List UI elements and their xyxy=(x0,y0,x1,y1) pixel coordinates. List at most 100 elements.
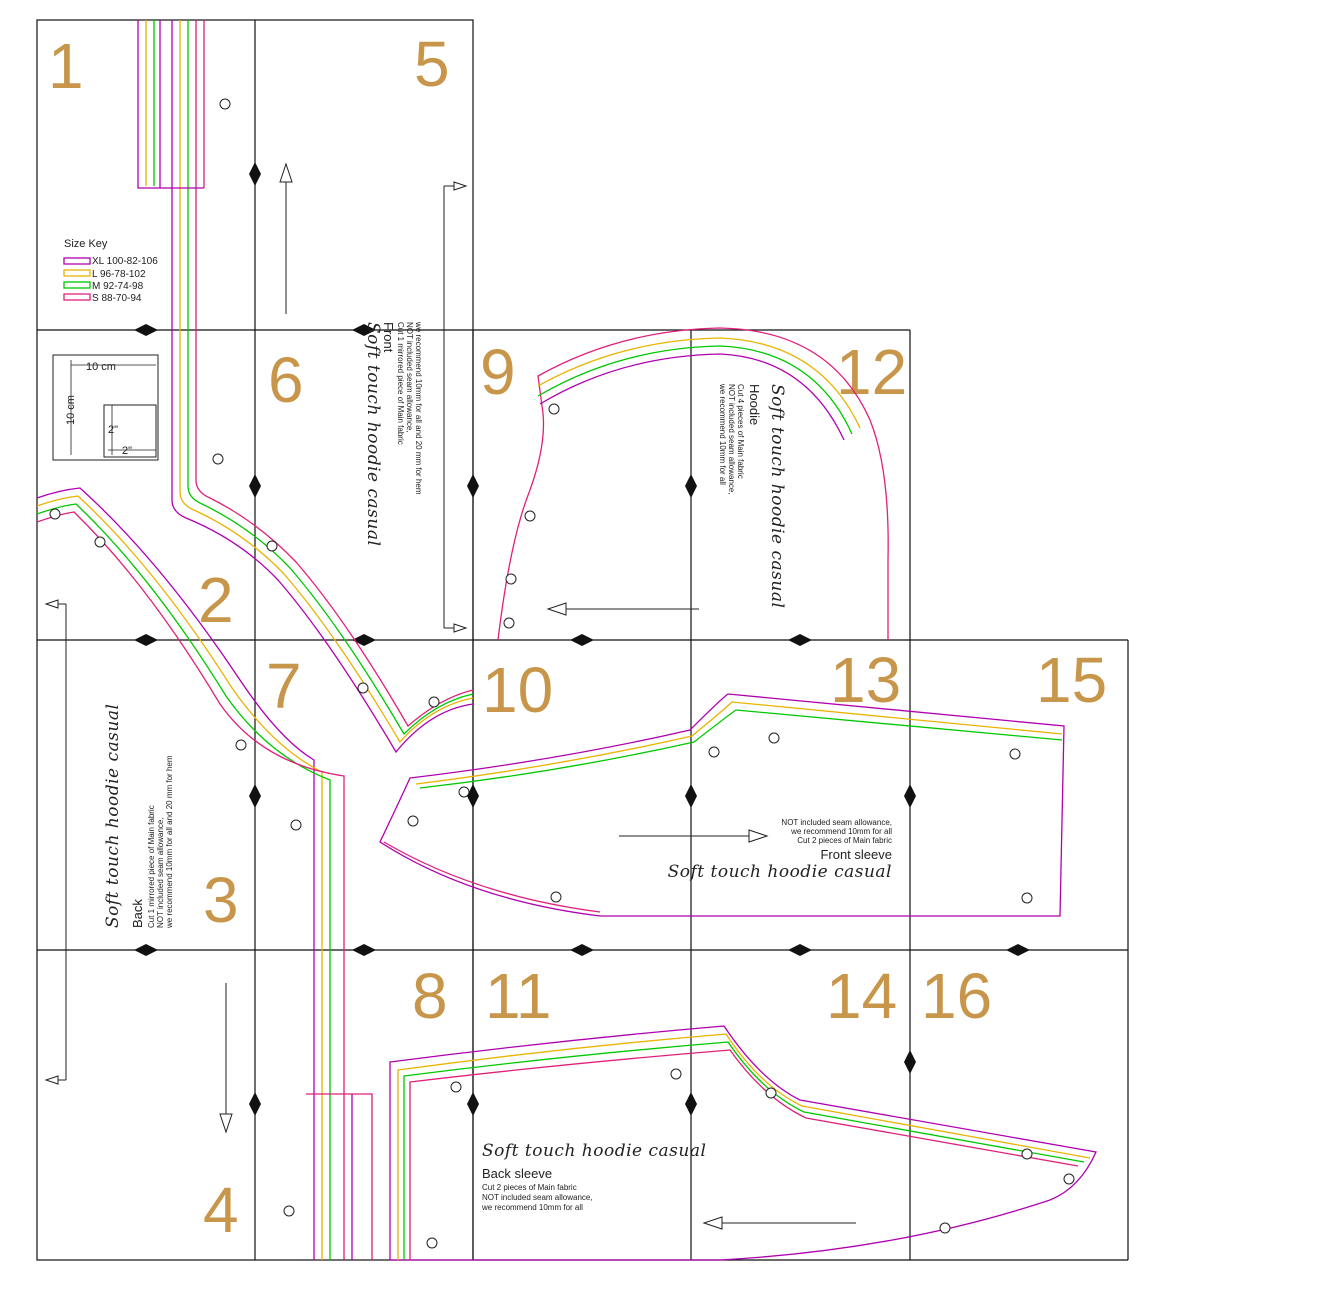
hole-mark xyxy=(765,1087,777,1099)
page-number: 11 xyxy=(485,960,551,1032)
hole-mark xyxy=(548,403,560,415)
page-number: 12 xyxy=(836,336,907,408)
hole-mark xyxy=(283,1205,295,1217)
back-sleeve-brand: Soft touch hoodie casual xyxy=(482,1141,706,1161)
hole-mark xyxy=(768,732,780,744)
punch-holes xyxy=(49,98,1075,1249)
back-sleeve-outline xyxy=(389,1025,1097,1261)
diamond-mark xyxy=(134,324,158,336)
hole-mark xyxy=(219,98,231,110)
diamond-mark xyxy=(1006,944,1030,956)
back-sleeve-line: we recommend 10mm for all xyxy=(481,1203,583,1212)
diamond-mark xyxy=(788,634,812,646)
page-number: 15 xyxy=(1036,644,1107,716)
hoodie-label: Soft touch hoodie casual Hoodie Cut 4 pi… xyxy=(718,383,787,608)
diamond-mark xyxy=(249,474,261,498)
diamond-mark xyxy=(467,1092,479,1116)
page-number: 10 xyxy=(482,654,553,726)
scale-label-inch-horizontal: 2" xyxy=(122,445,132,457)
back-label: Soft touch hoodie casual Back Cut 1 mirr… xyxy=(103,704,174,929)
page-number: 9 xyxy=(480,336,516,408)
diamond-mark xyxy=(467,474,479,498)
back-sleeve-line: NOT included seam allowance, xyxy=(482,1193,593,1202)
back-sleeve-line: Cut 2 pieces of Main fabric xyxy=(482,1183,577,1192)
hole-mark xyxy=(550,891,562,903)
size-swatch xyxy=(63,293,91,301)
hole-mark xyxy=(290,819,302,831)
alignment-marks xyxy=(134,162,1030,1116)
front-sleeve-outline xyxy=(379,693,1065,917)
page-number: 13 xyxy=(830,644,901,716)
size-swatch xyxy=(63,269,91,277)
hole-mark xyxy=(212,453,224,465)
size-label: S 88-70-94 xyxy=(92,293,142,304)
scale-label-inch: 2" xyxy=(108,424,118,436)
grainline-arrows xyxy=(44,162,856,1230)
back-sleeve-title: Back sleeve xyxy=(482,1166,552,1181)
hoodie-brand: Soft touch hoodie casual xyxy=(767,384,787,608)
size-key-title: Size Key xyxy=(64,238,108,250)
hoodie-line: NOT included seam allowance, xyxy=(727,384,736,495)
hole-mark xyxy=(708,746,720,758)
hole-mark xyxy=(357,682,369,694)
front-label: Soft touch hoodie casual Front Cut 1 mir… xyxy=(363,321,423,546)
diamond-mark xyxy=(134,944,158,956)
hole-mark xyxy=(1021,892,1033,904)
hole-mark xyxy=(503,617,515,629)
front-sleeve-line: we recommend 10mm for all xyxy=(790,827,892,836)
scale-box: 10 cm 10 cm 2" 2" xyxy=(52,354,159,461)
hole-mark xyxy=(407,815,419,827)
size-swatch xyxy=(63,281,91,289)
page-number: 5 xyxy=(414,28,450,100)
size-label: M 92-74-98 xyxy=(92,281,144,292)
front-brand: Soft touch hoodie casual xyxy=(363,322,383,546)
page-number: 7 xyxy=(266,650,302,722)
hoodie-piece-outline xyxy=(497,327,889,641)
front-sleeve-brand: Soft touch hoodie casual xyxy=(668,862,892,882)
diamond-mark xyxy=(249,162,261,186)
size-label: L 96-78-102 xyxy=(92,269,146,280)
hole-mark xyxy=(505,573,517,585)
hole-mark xyxy=(1021,1148,1033,1160)
front-sleeve-label: NOT included seam allowance, we recommen… xyxy=(668,818,893,882)
hole-mark xyxy=(428,696,440,708)
size-label: XL 100-82-106 xyxy=(92,256,158,267)
diamond-mark xyxy=(134,634,158,646)
diamond-mark xyxy=(570,634,594,646)
back-line: NOT included seam allowance, xyxy=(156,817,165,928)
back-sleeve-label: Soft touch hoodie casual Back sleeve Cut… xyxy=(481,1141,706,1212)
front-line: we recommend 10mm for all and 20 mm for … xyxy=(414,321,423,495)
hoodie-line: Cut 4 pieces of Main fabric xyxy=(736,384,745,479)
front-sleeve-title: Front sleeve xyxy=(820,847,892,862)
hole-mark xyxy=(524,510,536,522)
diamond-mark xyxy=(685,784,697,808)
diamond-mark xyxy=(685,1092,697,1116)
back-line: Cut 1 mirrored piece of Main fabric xyxy=(147,805,156,928)
page-number: 6 xyxy=(268,344,304,416)
hole-mark xyxy=(450,1081,462,1093)
page-numbers: 1 2 3 4 5 6 7 8 9 10 11 12 13 14 15 16 xyxy=(48,28,1107,1246)
page-number: 16 xyxy=(921,960,992,1032)
size-swatch xyxy=(63,257,91,265)
front-sleeve-line: Cut 2 pieces of Main fabric xyxy=(797,836,892,845)
page-number: 4 xyxy=(203,1174,239,1246)
hole-mark xyxy=(1009,748,1021,760)
hole-mark xyxy=(235,739,247,751)
front-sleeve-line: NOT included seam allowance, xyxy=(781,818,892,827)
hole-mark xyxy=(458,786,470,798)
page-number: 14 xyxy=(826,960,897,1032)
scale-label-cm-vertical: 10 cm xyxy=(65,395,77,425)
page-number: 2 xyxy=(198,564,234,636)
hole-mark xyxy=(49,508,61,520)
diamond-mark xyxy=(570,944,594,956)
size-key: Size Key XL 100-82-106 L 96-78-102 M 92-… xyxy=(63,238,158,304)
hole-mark xyxy=(94,536,106,548)
hoodie-line: we recommend 10mm for all xyxy=(718,383,727,485)
scale-label-cm: 10 cm xyxy=(86,361,116,373)
hoodie-title: Hoodie xyxy=(747,384,762,425)
diamond-mark xyxy=(352,944,376,956)
hole-mark xyxy=(1063,1173,1075,1185)
diamond-mark xyxy=(249,1092,261,1116)
back-title: Back xyxy=(130,899,145,928)
